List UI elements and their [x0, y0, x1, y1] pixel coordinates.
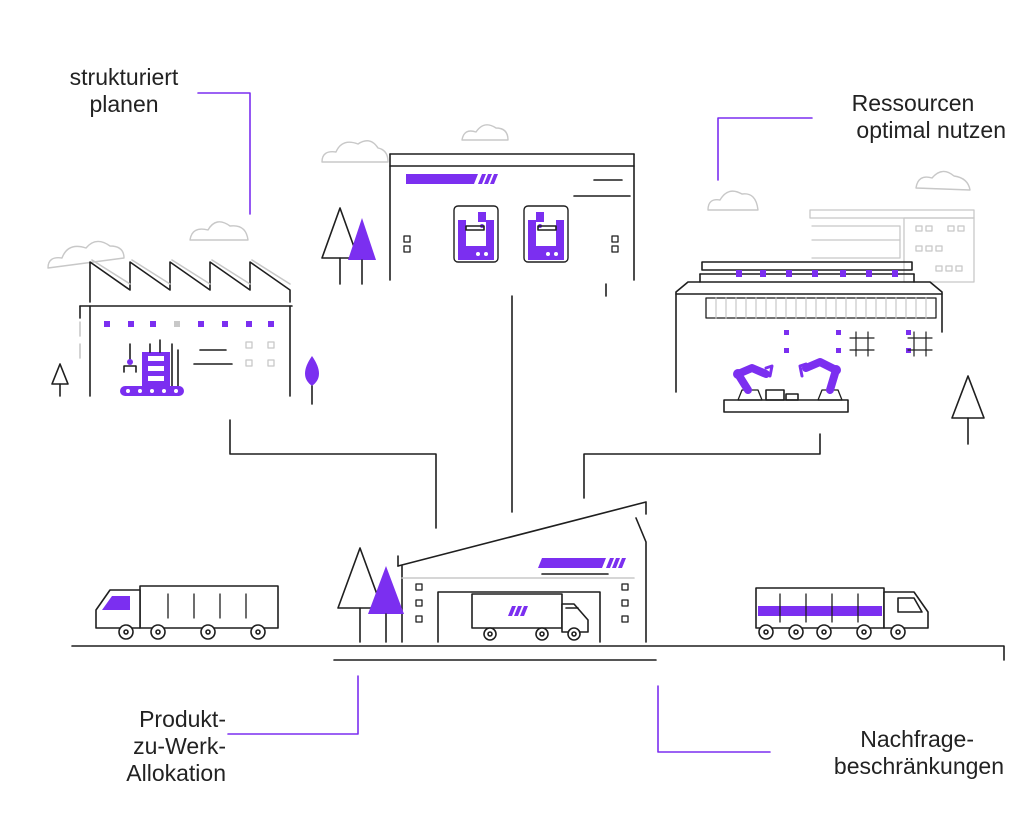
truck-right-icon	[755, 587, 929, 640]
label-strukturiert-planen: strukturiert planen	[44, 64, 204, 118]
background-building	[809, 209, 975, 283]
robot-arm-icon	[733, 364, 774, 401]
assembly-machine-icon	[120, 339, 184, 396]
label-line: Nachfrage-	[860, 726, 974, 752]
label-ressourcen-optimal-nutzen: Ressourcen optimal nutzen	[790, 90, 1006, 144]
factory-cnc	[321, 153, 635, 285]
clouds	[47, 124, 971, 269]
label-line: strukturiert	[69, 64, 179, 90]
tree-icon	[321, 207, 376, 285]
tree-icon	[337, 547, 404, 643]
factory-planning	[51, 259, 319, 405]
tree-icon	[305, 356, 319, 405]
callout-planen	[197, 92, 251, 215]
tree-icon	[951, 375, 985, 445]
label-line: Allokation	[126, 760, 226, 786]
robot-arm-icon	[798, 358, 843, 401]
callout-lines	[197, 92, 813, 753]
delivery-van-icon	[471, 593, 589, 641]
label-line: beschränkungen	[833, 753, 1004, 779]
truck-left-icon	[95, 585, 279, 640]
callout-nachfrage	[657, 685, 771, 753]
label-line: planen	[89, 91, 159, 117]
central-warehouse	[337, 501, 647, 643]
cnc-machine-icon	[453, 205, 499, 263]
ground-line	[71, 645, 1005, 661]
label-line: Ressourcen	[851, 90, 975, 116]
label-line: Produkt-	[139, 706, 226, 732]
label-line: optimal nutzen	[856, 117, 1006, 143]
callout-allokation	[227, 675, 359, 735]
label-line: zu-Werk-	[133, 733, 226, 759]
connection-lines	[229, 283, 821, 529]
factory-robotics	[675, 261, 985, 445]
tree-icon	[51, 363, 69, 397]
cnc-machine-icon	[523, 205, 569, 263]
callout-ressourcen	[717, 117, 813, 181]
label-nachfragebeschraenkungen: Nachfrage- beschränkungen	[770, 726, 1004, 780]
label-produkt-zu-werk-allokation: Produkt- zu-Werk- Allokation	[60, 706, 226, 787]
